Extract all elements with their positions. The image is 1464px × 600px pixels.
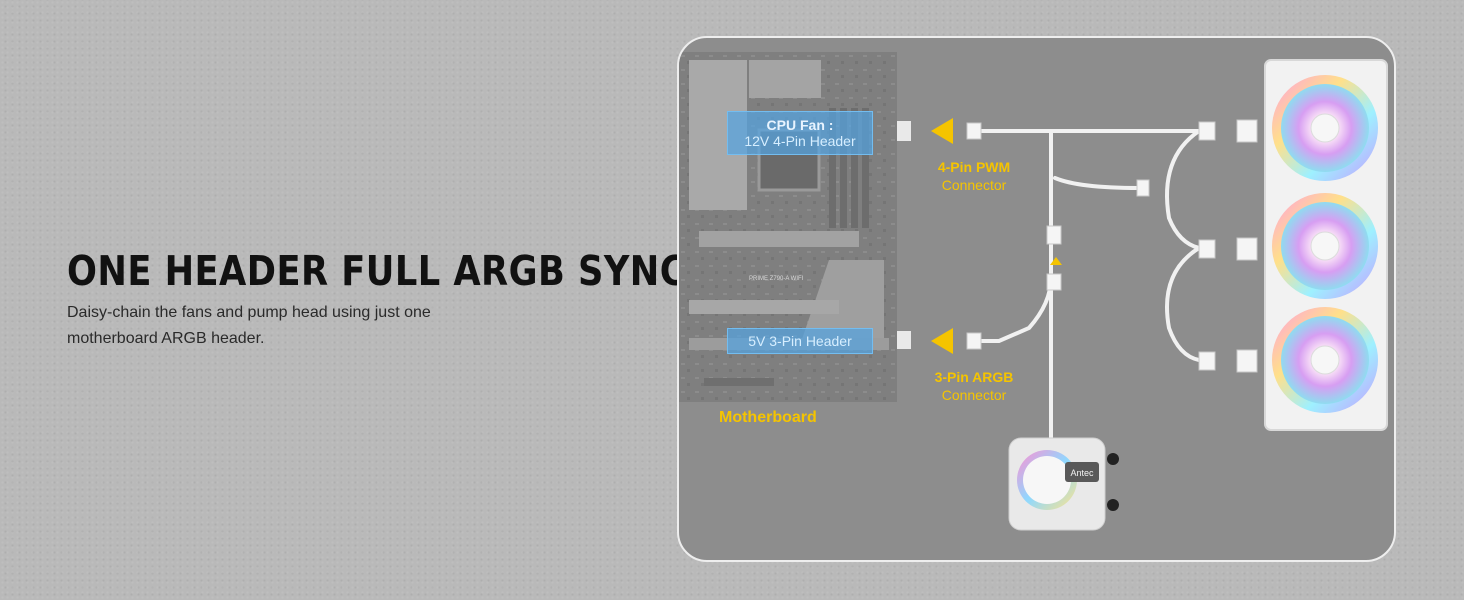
- cpu-fan-label-subtitle: 12V 4-Pin Header: [744, 133, 856, 149]
- fan-icon: [1272, 193, 1378, 299]
- connector-plug-icon: [966, 119, 1258, 373]
- pwm-connector-title: 4-Pin PWM: [937, 159, 1011, 175]
- fan-icon: [1272, 75, 1378, 181]
- pwm-connector-callout: 4-Pin PWM Connector: [919, 158, 1029, 194]
- description: Daisy-chain the fans and pump head using…: [67, 304, 431, 347]
- pwm-connector-subtitle: Connector: [941, 177, 1007, 193]
- fan-icon: [1272, 307, 1378, 413]
- headline: ONE HEADER FULL ARGB SYNC: [67, 247, 687, 295]
- argb-connector-callout: 3-Pin ARGB Connector: [919, 368, 1029, 404]
- pump-head-icon: Antec: [1008, 437, 1119, 531]
- radiator: [1264, 59, 1388, 431]
- arrow-down-icon: [1050, 257, 1062, 265]
- connection-diagram: PRIME Z790-A WIFI: [677, 36, 1396, 562]
- arrow-right-icon: [931, 328, 953, 354]
- motherboard-label: Motherboard: [719, 409, 817, 426]
- cpu-fan-header-label: CPU Fan : 12V 4-Pin Header: [727, 111, 873, 155]
- cpu-fan-header-pins: [897, 121, 911, 141]
- argb-connector-title: 3-Pin ARGB: [934, 369, 1014, 385]
- pump-brand-text: Antec: [1070, 468, 1094, 478]
- arrow-right-icon: [931, 118, 953, 144]
- argb-connector-subtitle: Connector: [941, 387, 1007, 403]
- argb-header-label: 5V 3-Pin Header: [727, 328, 873, 354]
- cpu-fan-label-title: CPU Fan :: [766, 117, 834, 133]
- argb-header-pins: [897, 331, 911, 349]
- board-model-text: PRIME Z790-A WIFI: [749, 276, 804, 282]
